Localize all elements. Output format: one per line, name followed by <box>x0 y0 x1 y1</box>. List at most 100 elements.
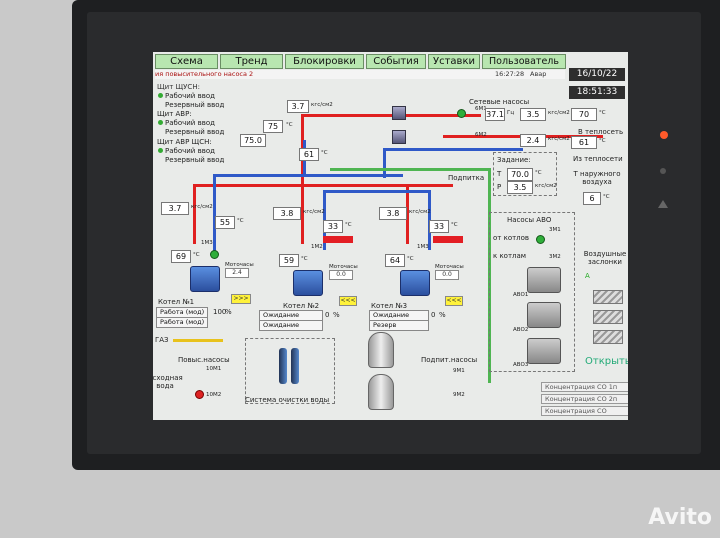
boiler1-pump-icon[interactable] <box>210 250 219 259</box>
tab-events[interactable]: События <box>366 54 426 69</box>
setpoint-box <box>493 152 557 196</box>
avo3-fan-icon[interactable] <box>527 338 561 364</box>
unit-c: °C <box>603 194 610 200</box>
boiler3-out-temp: 33 <box>429 220 449 233</box>
boiler1-icon[interactable] <box>190 266 220 292</box>
dampers-title: Воздушные заслонки <box>583 250 627 266</box>
unit-c: °C <box>193 252 200 258</box>
pressure-unit: кгс/см2 <box>303 209 325 215</box>
hz-unit: Гц <box>507 110 515 116</box>
unit-c: °C <box>407 256 414 262</box>
avo-pump-icon[interactable] <box>536 235 545 244</box>
boiler2-out-temp: 33 <box>323 220 343 233</box>
booster-p1-label: 10М1 <box>206 366 222 372</box>
unit-c: °C <box>345 222 352 228</box>
feed-label: Подпитка <box>448 174 485 182</box>
co-concentration-2-button[interactable]: Концентрация СО 2п <box>541 394 628 404</box>
boiler2-icon[interactable] <box>293 270 323 296</box>
setpoint-pressure[interactable]: 3.5 <box>507 181 533 194</box>
net-pressure-1: 3.5 <box>520 108 546 121</box>
boiler3-state2: Резерв <box>369 320 429 331</box>
net-pressure-2: 2.4 <box>520 134 546 147</box>
gas-pipe <box>173 339 223 342</box>
damper1-icon[interactable] <box>593 290 623 304</box>
status-dot-icon <box>158 120 163 125</box>
panel-shchsn-title: Щит АВР ЩСН: <box>157 138 212 146</box>
pressure-unit: кгс/см2 <box>548 136 570 142</box>
boiler3-icon[interactable] <box>400 270 430 296</box>
boiler1-hours: 2.4 <box>225 268 249 278</box>
tank1-icon <box>368 332 394 368</box>
feed-pump-9m1: 9М1 <box>453 368 465 374</box>
time-display: 18:51:33 <box>569 86 625 99</box>
setpoint-temp[interactable]: 70.0 <box>507 168 533 181</box>
tab-setpoints[interactable]: Уставки <box>428 54 480 69</box>
tab-trend[interactable]: Тренд <box>220 54 283 69</box>
cold-pipe <box>213 174 403 177</box>
pump-6m1-label: 6М1 <box>475 106 487 112</box>
avo3-label: АВО3 <box>513 362 529 368</box>
tab-scheme[interactable]: Схема <box>155 54 218 69</box>
boiler3-pump-label: 1М3 <box>417 244 429 250</box>
hot-pipe <box>301 114 481 117</box>
boiler2-power: 0 <box>325 311 330 319</box>
avo2-fan-icon[interactable] <box>527 302 561 328</box>
alarm-bar[interactable]: ия повысительного насоса 2 16:27:28 Авар <box>155 70 565 79</box>
boiler3-power-unit: % <box>439 311 446 319</box>
hot-pipe <box>301 184 304 244</box>
cold-pipe <box>213 174 216 254</box>
dampers-state[interactable]: Открыть <box>585 356 628 367</box>
net-pump-frequency: 37.1 <box>485 108 505 121</box>
pump-6m2-label: 6М2 <box>475 132 487 138</box>
power-led-icon <box>660 131 668 139</box>
return-temp: 61 <box>299 148 319 161</box>
booster-pump-alarm-icon[interactable] <box>195 390 204 399</box>
boiler3-in-temp: 64 <box>385 254 405 267</box>
boiler1-in-temp: 69 <box>171 250 191 263</box>
supply-temp-setpoint[interactable]: 75.0 <box>240 134 266 147</box>
boiler2-in-temp: 59 <box>279 254 299 267</box>
boiler3-pressure: 3.8 <box>379 207 407 220</box>
tab-user[interactable]: Пользователь <box>482 54 566 69</box>
avo-to-boilers: к котлам <box>493 252 527 260</box>
alarm-timestamp: 16:27:28 <box>495 70 525 78</box>
setpoint-p-label: P <box>497 183 502 191</box>
avo2-label: АВО2 <box>513 327 529 333</box>
cold-pipe <box>383 148 386 178</box>
tab-interlocks[interactable]: Блокировки <box>285 54 364 69</box>
avo-pump-3m1: 3М1 <box>549 227 561 233</box>
net-pumps-label: Сетевые насосы <box>469 98 530 106</box>
panel-shchusn-working: Рабочий ввод <box>165 92 215 100</box>
co-concentration-3-button[interactable]: Концентрация СО <box>541 406 628 416</box>
hot-pipe <box>193 184 196 244</box>
avo1-fan-icon[interactable] <box>527 267 561 293</box>
avito-watermark: Avito <box>648 505 712 530</box>
filter-icon <box>291 348 299 384</box>
boiler2-hours: 0.0 <box>329 270 353 280</box>
damper3-icon[interactable] <box>593 330 623 344</box>
feed-pumps-title: Подпит.насосы <box>421 356 478 364</box>
co-concentration-1-button[interactable]: Концентрация СО 1п <box>541 382 628 392</box>
avo-from-boilers: от котлов <box>493 234 530 242</box>
unit-c: °C <box>237 218 244 224</box>
hot-pipe <box>406 184 409 244</box>
panel-shchavr-reserve: Резервный ввод <box>165 128 225 136</box>
boiler2-pump-label: 1М2 <box>311 244 323 250</box>
water-treatment-label: Система очистки воды <box>245 396 330 404</box>
pressure-unit: кгс/см2 <box>535 183 557 189</box>
boiler1-pump-label: 1М3 <box>201 240 213 246</box>
status-dot-icon <box>158 148 163 153</box>
damper2-icon[interactable] <box>593 310 623 324</box>
unit-c: °C <box>321 150 328 156</box>
booster-title: Повыс.насосы <box>178 356 230 364</box>
net-pump-6m1-icon[interactable] <box>457 109 466 118</box>
panel-shchusn-title: Щит ЩУСН: <box>157 83 200 91</box>
top-pressure: 3.7 <box>287 100 309 113</box>
gas-label: ГАЗ <box>155 336 169 344</box>
top-pressure-unit: кгс/см2 <box>311 102 333 108</box>
boiler1-name: Котел №1 <box>158 298 195 306</box>
feed-pump-9m2: 9М2 <box>453 392 465 398</box>
pressure-unit: кгс/см2 <box>548 110 570 116</box>
boiler3-name: Котел №3 <box>371 302 408 310</box>
boiler3-alarm-icon <box>433 236 463 243</box>
